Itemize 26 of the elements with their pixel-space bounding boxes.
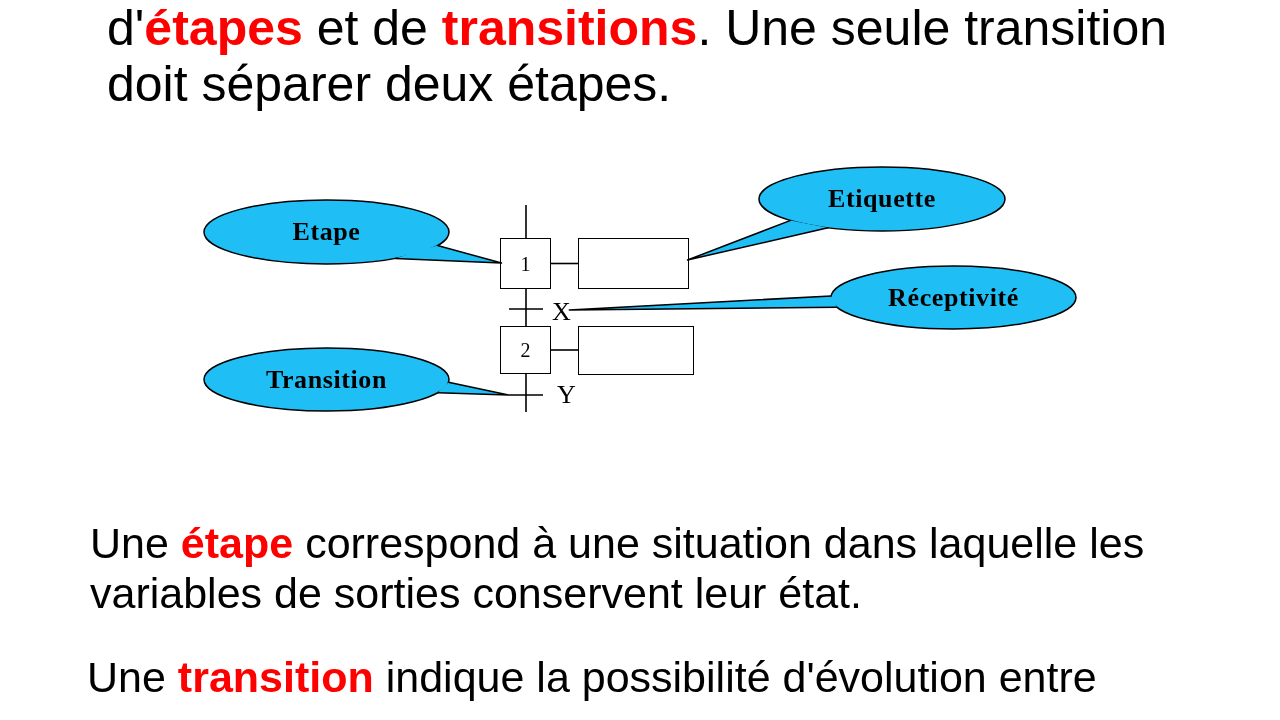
step-box — [500, 238, 551, 289]
callout-label: Etape — [292, 217, 361, 247]
condition-label: X — [552, 301, 571, 323]
link-line — [550, 262, 579, 265]
callout-tail — [568, 295, 838, 311]
paragraph-text: Une transition indique la possibilité d'évolution entre — [87, 652, 1098, 702]
callout-label: Transition — [265, 364, 388, 395]
action-box — [578, 238, 689, 289]
callout-label: Réceptivité — [888, 282, 1019, 313]
step-number: 1 — [520, 252, 531, 275]
step-box — [500, 326, 551, 374]
callout-tail — [686, 219, 829, 261]
condition-label: Y — [557, 385, 576, 405]
link-line — [550, 349, 579, 351]
callout-tail — [436, 381, 510, 396]
link-line — [525, 319, 527, 327]
link-line — [525, 373, 527, 386]
callout-tail — [394, 244, 503, 264]
paragraph-text: Une étape correspond à une situation dans laquelle les variables de sorties conservent leur état. — [90, 518, 1146, 618]
link-line — [525, 288, 527, 300]
link-line — [525, 204, 527, 239]
action-box — [578, 326, 694, 375]
paragraph-text: d'étapes et de transitions. Une seule transition doit séparer deux étapes. — [107, 0, 1169, 112]
callout-label: Etiquette — [828, 184, 936, 214]
step-number: 2 — [520, 339, 531, 361]
link-line — [525, 404, 527, 413]
